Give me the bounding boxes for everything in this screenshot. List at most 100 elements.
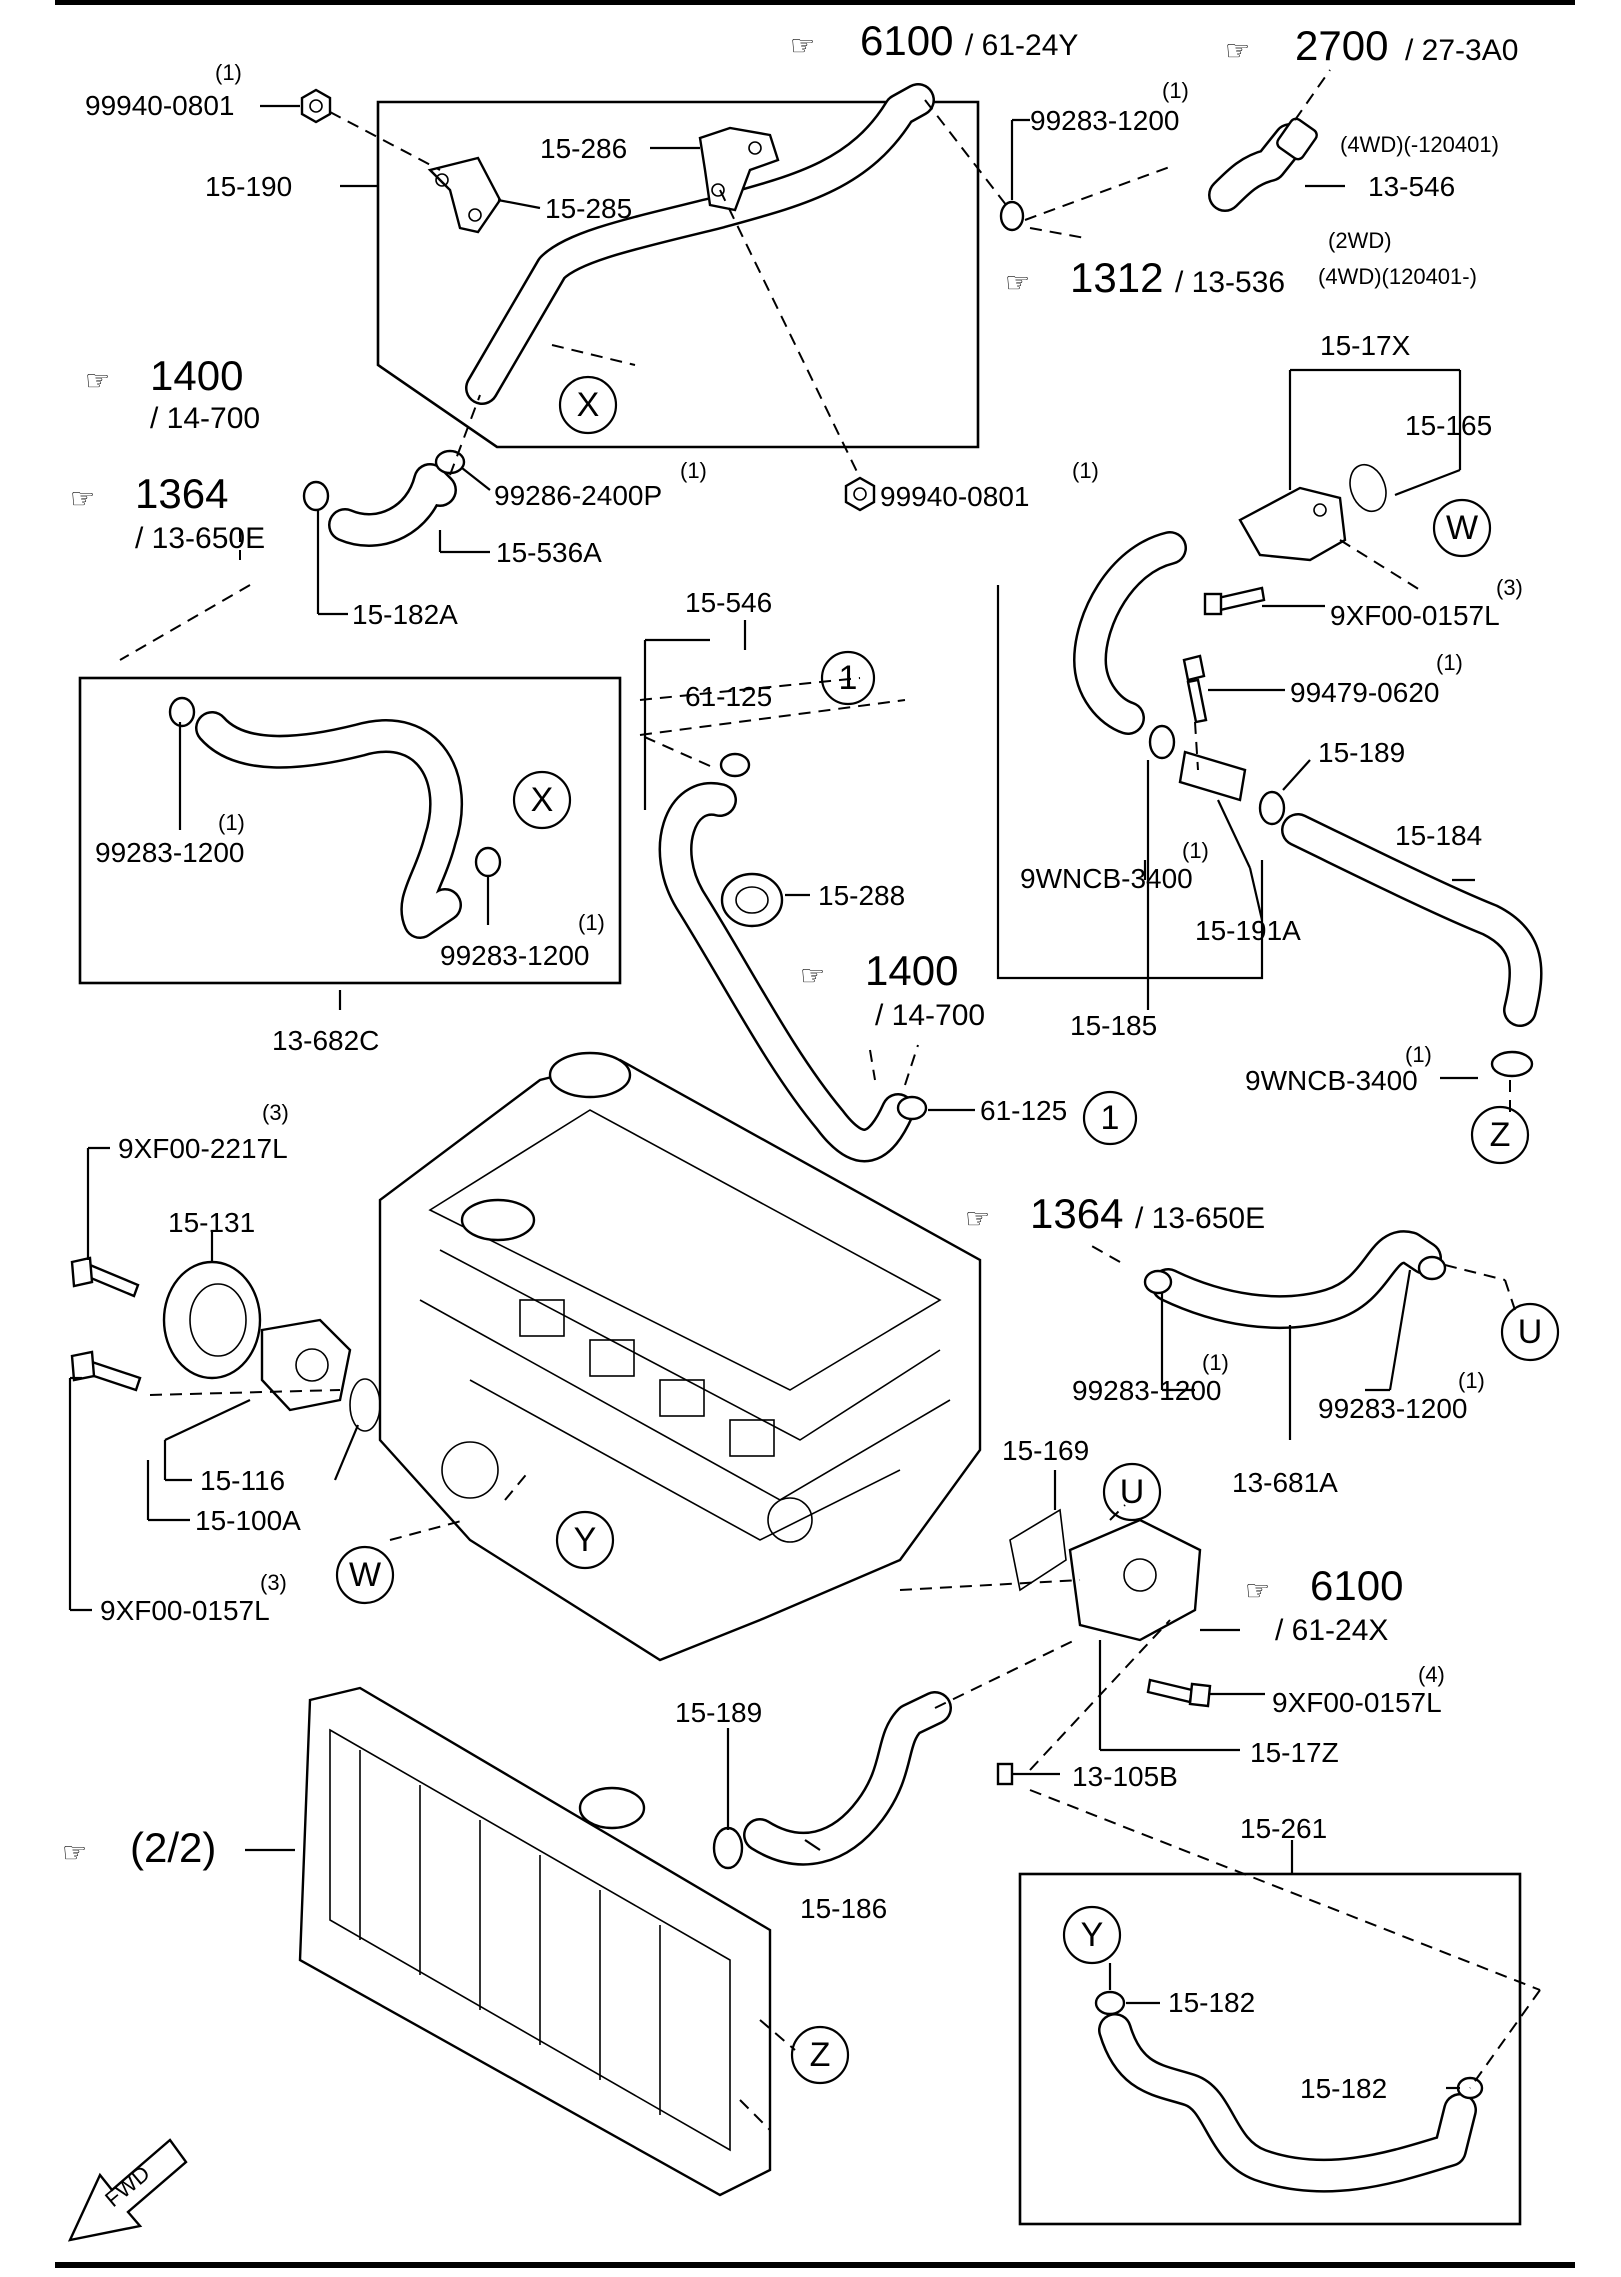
circle-u-right: U — [1500, 1302, 1560, 1362]
svg-text:15-185: 15-185 — [1070, 1010, 1157, 1041]
circle-w-engine: W — [335, 1545, 395, 1605]
ref-1400-left: ☞ 1400 / 14-700 — [85, 352, 260, 435]
svg-text:15-17X: 15-17X — [1320, 330, 1411, 361]
hand-pointer-icon: ☞ — [70, 483, 95, 514]
svg-text:99286-2400P: 99286-2400P — [494, 480, 662, 511]
svg-text:/ 14-700: / 14-700 — [875, 999, 985, 1032]
svg-text:(3): (3) — [262, 1100, 289, 1125]
svg-text:15-288: 15-288 — [818, 880, 905, 911]
ref-1400-mid: ☞ 1400 / 14-700 — [800, 947, 985, 1032]
svg-text:/ 13-650E: / 13-650E — [135, 522, 265, 555]
circle-1-a: 1 — [820, 650, 876, 706]
svg-text:99283-1200: 99283-1200 — [440, 940, 589, 971]
clamp-9wncb-3400-b — [1490, 1050, 1534, 1078]
part-labels: (1) 99940-0801 15-190 15-286 15-285 (1) … — [85, 60, 1523, 2104]
svg-text:W: W — [349, 1556, 381, 1594]
svg-text:X: X — [531, 781, 554, 819]
svg-text:(1): (1) — [1458, 1368, 1485, 1393]
svg-text:15-165: 15-165 — [1405, 410, 1492, 441]
clamp-15-189-b — [712, 1826, 744, 1870]
svg-text:15-100A: 15-100A — [195, 1505, 301, 1536]
svg-text:15-261: 15-261 — [1240, 1813, 1327, 1844]
housing-15-17z — [1068, 1518, 1202, 1642]
clamp-15-185 — [1148, 724, 1176, 760]
engine-illustration — [378, 1051, 982, 1662]
bolt-99479-0620 — [1186, 678, 1208, 724]
ref-1364-left: ☞ 1364 / 13-650E — [70, 470, 265, 555]
hand-pointer-icon: ☞ — [800, 960, 825, 991]
svg-text:(3): (3) — [1496, 575, 1523, 600]
clamp-61-125-b — [896, 1095, 928, 1121]
ref-1312: ☞ 1312 / 13-536 (2WD) (4WD)(120401-) — [1005, 228, 1477, 301]
svg-text:15-182: 15-182 — [1300, 2073, 1387, 2104]
svg-text:(1): (1) — [1405, 1042, 1432, 1067]
leader-lines — [68, 69, 1541, 2131]
bolt-9xf00-0157l-b — [86, 1360, 142, 1392]
box-13-682c — [78, 676, 622, 985]
svg-text:99283-1200: 99283-1200 — [95, 837, 244, 868]
svg-text:(3): (3) — [260, 1570, 287, 1595]
clamp-99283-1200-top — [999, 200, 1025, 232]
svg-text:13-546: 13-546 — [1368, 171, 1455, 202]
svg-text:(1): (1) — [218, 810, 245, 835]
svg-text:1312: 1312 — [1070, 254, 1163, 301]
svg-text:15-182: 15-182 — [1168, 1987, 1255, 2018]
hand-pointer-icon: ☞ — [1225, 35, 1250, 66]
svg-text:15-182A: 15-182A — [352, 599, 458, 630]
svg-text:1400: 1400 — [150, 352, 243, 399]
svg-text:15-116: 15-116 — [200, 1465, 285, 1496]
svg-text:99283-1200: 99283-1200 — [1030, 105, 1179, 136]
housing-15-17x — [1238, 486, 1347, 562]
bolt-9xf00-0157l-a — [1216, 586, 1266, 612]
svg-text:/ 14-700: / 14-700 — [150, 402, 260, 435]
ref-1364-mid: ☞ 1364 / 13-650E — [965, 1190, 1265, 1237]
svg-text:15-186: 15-186 — [800, 1893, 887, 1924]
svg-text:/ 27-3A0: / 27-3A0 — [1405, 34, 1518, 67]
svg-text:9WNCB-3400: 9WNCB-3400 — [1020, 863, 1193, 894]
hand-pointer-icon: ☞ — [62, 1837, 87, 1868]
joint-15-191a — [1178, 750, 1247, 802]
circle-x-top: X — [558, 375, 618, 435]
svg-text:13-105B: 13-105B — [1072, 1761, 1178, 1792]
part-15-288 — [720, 872, 784, 928]
circle-y-box: Y — [1062, 1905, 1122, 1965]
svg-text:/ 13-650E: / 13-650E — [1135, 1202, 1265, 1235]
svg-text:15-285: 15-285 — [545, 193, 632, 224]
bolt-9xf00-2217l — [84, 1263, 140, 1298]
svg-text:(1): (1) — [1162, 78, 1189, 103]
svg-text:/ 61-24Y: / 61-24Y — [965, 29, 1078, 62]
ref-2700: ☞ 2700 / 27-3A0 — [1225, 22, 1518, 69]
svg-text:(1): (1) — [1072, 458, 1099, 483]
fwd-arrow-icon — [67, 2138, 188, 2242]
svg-text:15-131: 15-131 — [168, 1207, 255, 1238]
svg-text:15-189: 15-189 — [675, 1697, 762, 1728]
hand-pointer-icon: ☞ — [965, 1203, 990, 1234]
pump-15-116 — [260, 1318, 352, 1412]
svg-text:(1): (1) — [680, 458, 707, 483]
svg-text:15-189: 15-189 — [1318, 737, 1405, 768]
gasket-15-100a — [349, 1378, 381, 1432]
bracket-15-285 — [427, 156, 502, 234]
ref-6100-mid: ☞ 6100 / 61-24X — [1245, 1562, 1403, 1647]
svg-text:15-191A: 15-191A — [1195, 915, 1301, 946]
svg-text:13-682C: 13-682C — [272, 1025, 379, 1056]
hand-pointer-icon: ☞ — [790, 30, 815, 61]
svg-text:2700: 2700 — [1295, 22, 1388, 69]
nut-99940-0801-a — [300, 88, 332, 124]
bracket-15-286 — [698, 126, 780, 212]
clamp-61-125-a — [719, 752, 751, 778]
radiator-illustration — [298, 1686, 772, 2197]
box-15-261 — [1018, 1872, 1522, 2226]
hand-pointer-icon: ☞ — [1245, 1575, 1270, 1606]
svg-text:/ 61-24X: / 61-24X — [1275, 1614, 1388, 1647]
clamp-99286-2400p — [434, 449, 466, 475]
svg-text:61-125: 61-125 — [685, 681, 772, 712]
svg-text:15-184: 15-184 — [1395, 820, 1482, 851]
svg-text:Z: Z — [810, 2036, 831, 2074]
svg-text:(4WD)(120401-): (4WD)(120401-) — [1318, 264, 1477, 289]
svg-text:15-190: 15-190 — [205, 171, 292, 202]
svg-text:13-681A: 13-681A — [1232, 1467, 1338, 1498]
svg-text:Z: Z — [1490, 1116, 1511, 1154]
gasket-15-165 — [1349, 463, 1387, 513]
bolt-9xf00-0157l-c — [1146, 1678, 1194, 1704]
